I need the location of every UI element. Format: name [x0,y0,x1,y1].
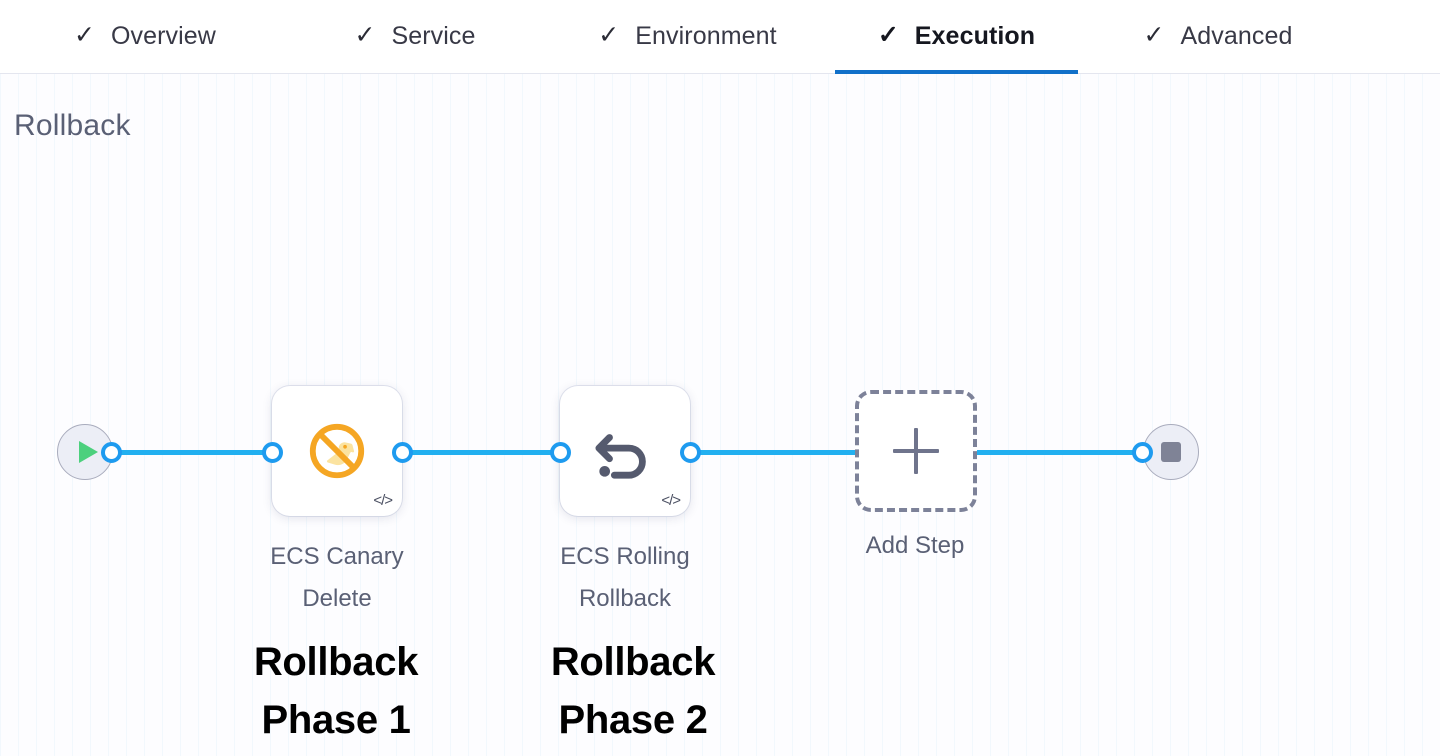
step-node-ecs-rolling-rollback[interactable]: </> [560,386,690,516]
tab-environment[interactable]: ✓ Environment [540,0,835,74]
code-badge[interactable]: </> [373,492,393,509]
tab-execution[interactable]: ✓ Execution [835,0,1078,75]
add-step-button[interactable] [855,390,977,512]
annotation-line: Rollback [550,640,716,684]
tab-label: Overview [110,22,216,50]
tab-label: Environment [635,22,777,50]
annotation-line: Phase 2 [558,698,708,742]
wizard-tab-bar: ✓ Overview ✓ Service ✓ Environment ✓ Exe… [0,0,1440,75]
pipeline-stage: Rollback </> ECS Canary Delete [0,74,1440,756]
check-icon: ✓ [74,21,95,49]
annotation-phase-2: Rollback Phase 2 [473,633,793,749]
connector-line [396,450,572,455]
connector-port[interactable] [101,442,122,463]
connector-port[interactable] [392,442,413,463]
tab-advanced[interactable]: ✓ Advanced [1078,0,1358,74]
stop-icon [1161,442,1181,462]
check-icon: ✓ [598,21,620,49]
connector-line [110,450,282,455]
plus-icon [893,428,939,474]
start-node[interactable] [57,424,113,480]
add-step-label: Add Step [865,532,965,559]
check-icon: ✓ [1143,21,1165,49]
canary-delete-icon [309,423,365,479]
connector-port[interactable] [680,442,701,463]
connector-port[interactable] [1132,442,1153,463]
tab-service[interactable]: ✓ Service [290,0,540,74]
pipeline-canvas[interactable]: Rollback </> ECS Canary Delete [0,74,1440,756]
tab-label: Advanced [1180,22,1293,50]
code-badge[interactable]: </> [661,492,681,509]
rollback-icon [595,434,646,479]
connector-port[interactable] [550,442,571,463]
check-icon: ✓ [877,21,899,49]
annotation-line: Rollback [253,640,419,684]
connector-port[interactable] [262,442,283,463]
tab-label: Execution [914,22,1036,50]
step-label-ecs-rolling-rollback: ECS Rolling Rollback [560,543,690,612]
play-icon [78,441,98,463]
tab-overview[interactable]: ✓ Overview [0,0,290,74]
check-icon: ✓ [354,21,376,49]
step-label-ecs-canary-delete: ECS Canary Delete [270,543,404,612]
tab-label: Service [391,22,476,50]
section-title: Rollback [14,109,131,142]
annotation-line: Phase 1 [261,698,411,742]
step-node-ecs-canary-delete[interactable]: </> [272,386,402,516]
annotation-phase-1: Rollback Phase 1 [176,633,496,749]
end-node[interactable] [1143,424,1199,480]
